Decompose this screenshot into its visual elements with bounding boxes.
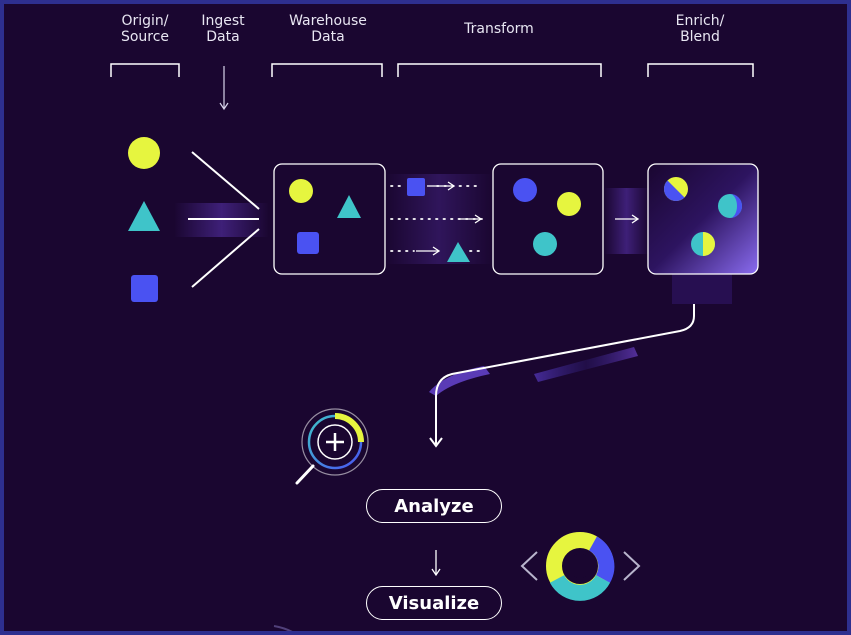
stage-label-origin: Origin/ Source xyxy=(120,13,170,45)
flow-diagram xyxy=(110,63,759,631)
stage-label-enrich: Enrich/ Blend xyxy=(675,13,725,45)
transform-teal-circle xyxy=(533,232,557,256)
transform-box xyxy=(492,163,604,275)
transform-lime-circle xyxy=(557,192,581,216)
enrich-mixed-circle-1 xyxy=(663,177,688,202)
origin-circle xyxy=(128,137,160,169)
stage-label-ingest: Ingest Data xyxy=(201,13,245,45)
enrich-arrow xyxy=(615,214,640,224)
bracket-warehouse xyxy=(271,63,383,77)
eye-chart-icon xyxy=(520,532,641,601)
origin-triangle xyxy=(128,201,160,231)
magnifier-plus-icon xyxy=(295,408,369,485)
visualize-arrow xyxy=(431,550,441,577)
bottom-glow-line xyxy=(273,625,293,631)
analyze-button[interactable]: Analyze xyxy=(366,489,502,523)
origin-square xyxy=(131,275,158,302)
warehouse-box xyxy=(273,163,386,275)
stage-label-warehouse: Warehouse Data xyxy=(289,13,367,45)
diagram-canvas: Origin/ Source Ingest Data Warehouse Dat… xyxy=(4,4,847,631)
warehouse-triangle xyxy=(337,195,361,218)
curve-glow-left xyxy=(429,366,490,396)
bracket-transform xyxy=(397,63,602,77)
enrich-to-analyze-line xyxy=(435,304,695,444)
transform-square xyxy=(407,178,425,196)
stage-label-transform: Transform xyxy=(464,21,534,37)
transform-blue-circle xyxy=(513,178,537,202)
enrich-down-glow xyxy=(672,274,732,304)
bracket-enrich xyxy=(647,63,754,77)
transform-triangle xyxy=(447,242,470,262)
curve-glow-right xyxy=(534,347,638,382)
ingest-arrow xyxy=(219,66,229,111)
transform-arrows xyxy=(416,181,483,256)
stage-brackets xyxy=(110,63,754,77)
enrich-link-glow xyxy=(604,188,649,254)
warehouse-circle xyxy=(289,179,313,203)
ingest-lines xyxy=(188,151,260,288)
enrich-mixed-circle-3 xyxy=(691,232,715,256)
warehouse-square xyxy=(297,232,319,254)
enrich-mixed-circle-2 xyxy=(718,194,742,218)
enrich-box xyxy=(647,163,759,275)
bracket-origin xyxy=(110,63,180,77)
analyze-arrow-head xyxy=(429,437,443,448)
visualize-button[interactable]: Visualize xyxy=(366,586,502,620)
